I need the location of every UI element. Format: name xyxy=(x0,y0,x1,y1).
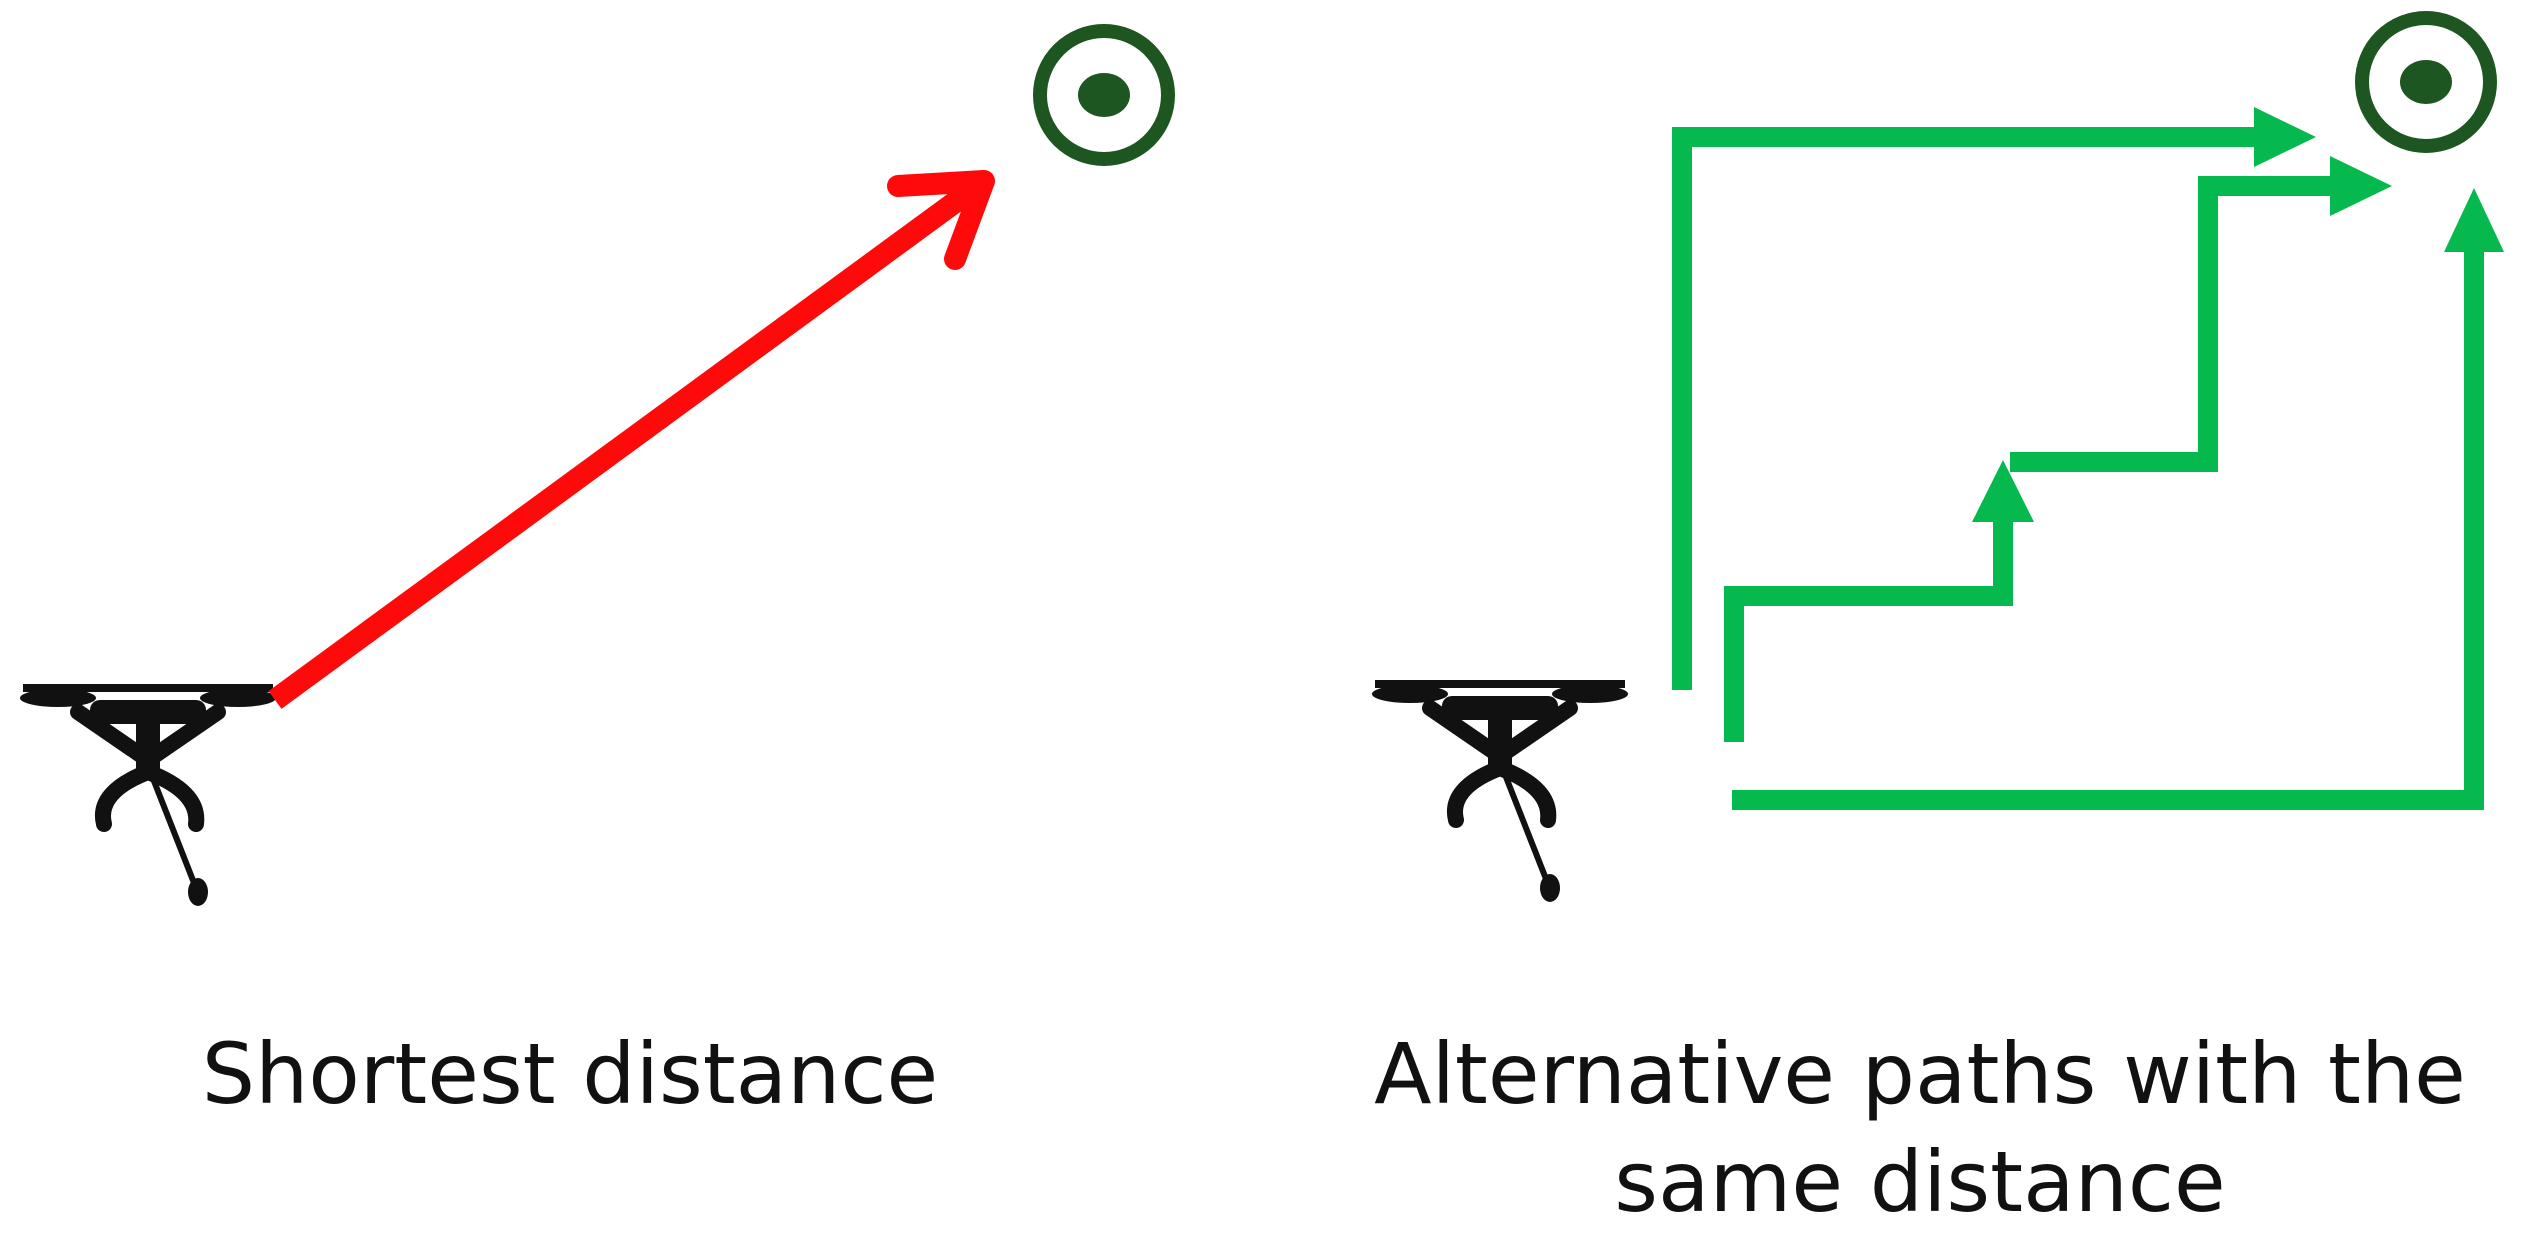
alternative-path-staircase xyxy=(1724,156,2392,742)
caption-alternative-paths: Alternative paths with the same distance xyxy=(1340,1020,2500,1236)
alternative-path-top xyxy=(1672,107,2316,690)
drone-icon xyxy=(20,684,276,906)
target-icon xyxy=(2362,18,2490,146)
caption-alternative-line-1: Alternative paths with the xyxy=(1374,1025,2466,1123)
caption-alternative-line-2: same distance xyxy=(1614,1133,2226,1231)
shortest-path-arrow xyxy=(268,170,995,709)
target-icon xyxy=(1040,31,1168,159)
alternative-path-bottom xyxy=(1732,188,2504,810)
caption-shortest-distance: Shortest distance xyxy=(201,1025,939,1123)
drone-icon xyxy=(1372,680,1628,902)
